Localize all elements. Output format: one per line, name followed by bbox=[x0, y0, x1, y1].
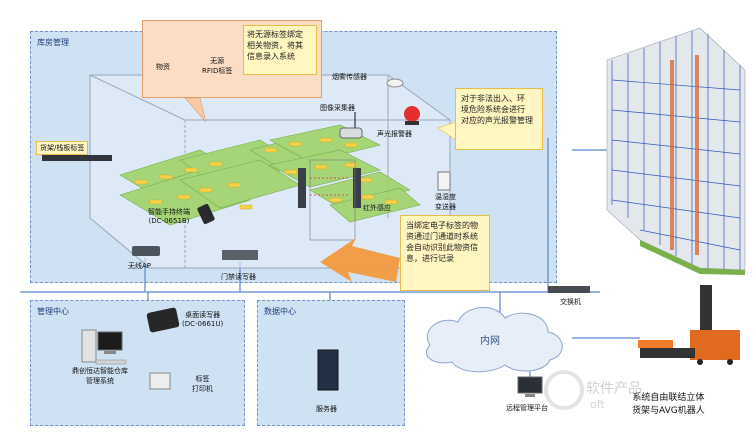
smoke-sensor-icon bbox=[386, 78, 404, 88]
management-panel: 管理中心 bbox=[30, 300, 245, 426]
rfid-tags bbox=[134, 137, 398, 210]
data-center-panel: 数据中心 bbox=[257, 300, 405, 426]
remote-platform-label: 远程管理平台 bbox=[506, 404, 548, 412]
alarm-callout: 对于非法出入、环 境危险系统会进行 对应的声光报警管理 bbox=[455, 88, 543, 150]
handheld-label: 智能手持终端 (DC-0651B) bbox=[148, 208, 190, 225]
infrared-label: 红外感应 bbox=[363, 204, 391, 212]
goods-label: 物资 bbox=[156, 63, 170, 71]
switch-label: 交换机 bbox=[560, 298, 581, 306]
shelf-tag-label: 货架/栈板标签 bbox=[36, 141, 89, 155]
register-callout-text: 将无源标签绑定 相关物资，将其 信息录入系统 bbox=[243, 25, 317, 75]
printer-label: 标签 打印机 bbox=[192, 375, 213, 393]
gate-reader-portal bbox=[298, 159, 361, 241]
wireless-ap-icon bbox=[132, 246, 160, 256]
data-center-title: 数据中心 bbox=[264, 307, 296, 316]
alarm-icon bbox=[404, 106, 420, 125]
wireless-ap-label: 无线AP bbox=[128, 262, 152, 270]
system-label: 鼎创恒达智能仓库 管理系统 bbox=[72, 367, 128, 385]
workstation-icon bbox=[81, 329, 127, 365]
camera-icon bbox=[339, 112, 363, 139]
temp-sensor-label: 温湿度 变送器 bbox=[435, 193, 456, 211]
server-label: 服务器 bbox=[316, 405, 337, 413]
handheld-icon bbox=[197, 203, 215, 225]
intranet-label: 内网 bbox=[480, 336, 500, 347]
intranet-cloud-icon bbox=[425, 306, 563, 373]
camera-label: 图像采集器 bbox=[320, 104, 355, 112]
rfid-label: 无源 RFID标签 bbox=[202, 57, 233, 75]
watermark-logo bbox=[544, 370, 584, 410]
server-icon bbox=[317, 349, 339, 391]
gate-callout: 当绑定电子标签的物 资通过门通道时系统 会自动识别此物资信 息，进行记录 bbox=[400, 215, 490, 291]
watermark-text: 软件产品 bbox=[586, 381, 642, 397]
warehouse-title: 库房管理 bbox=[37, 38, 69, 47]
management-title: 管理中心 bbox=[37, 307, 69, 316]
network-lines bbox=[20, 138, 640, 378]
entry-arrow-icon bbox=[320, 238, 400, 282]
alarm-label: 声光报警器 bbox=[377, 130, 412, 138]
gate-reader-label: 门禁读写器 bbox=[221, 273, 256, 281]
label-printer-icon bbox=[149, 372, 171, 390]
temp-sensor-icon bbox=[437, 171, 451, 191]
gate-reader-device-icon bbox=[222, 250, 258, 260]
switch-icon bbox=[548, 286, 590, 293]
agv-robot-icon bbox=[638, 285, 740, 365]
automated-rack-icon bbox=[606, 27, 746, 275]
agv-label: 系统自由联结立体 货架与AVG机器人 bbox=[632, 390, 705, 416]
watermark-sub: oft bbox=[590, 398, 605, 411]
smoke-sensor-label: 烟雾传感器 bbox=[332, 73, 367, 81]
desktop-reader-icon bbox=[146, 307, 180, 333]
remote-platform-icon bbox=[517, 376, 543, 397]
shelf-tag-device-icon bbox=[42, 155, 112, 161]
desktop-reader-label: 桌面读写器 (DC-0661U) bbox=[182, 311, 224, 328]
